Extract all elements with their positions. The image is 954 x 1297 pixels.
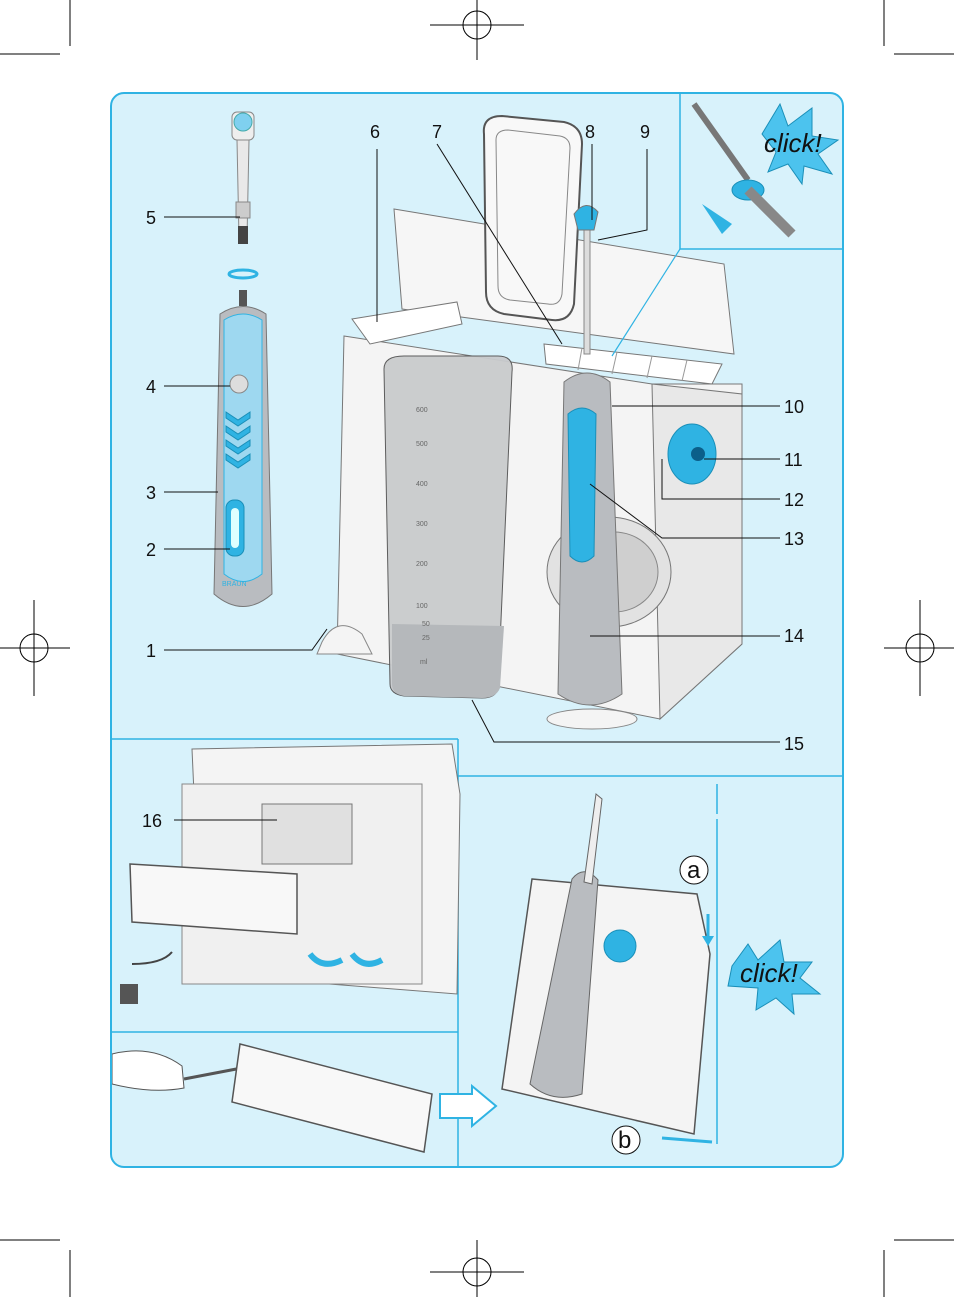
callout-11: 11	[784, 450, 803, 470]
scale-25: 25	[422, 635, 430, 642]
callout-5: 5	[146, 208, 156, 228]
callout-3: 3	[146, 483, 156, 503]
callout-1: 1	[146, 641, 156, 661]
callout-12: 12	[784, 490, 804, 510]
callout-9: 9	[640, 122, 650, 142]
handle-brand: BRAUN	[222, 581, 247, 588]
step-b-label: b	[618, 1127, 631, 1154]
scale-50: 50	[422, 621, 430, 628]
step-a-label: a	[687, 857, 701, 884]
callout-16: 16	[142, 811, 162, 831]
callout-7: 7	[432, 122, 442, 142]
scale-500: 500	[416, 441, 428, 448]
scale-200: 200	[416, 561, 428, 568]
scale-300: 300	[416, 521, 428, 528]
click-top-label: click!	[764, 128, 822, 158]
callout-6: 6	[370, 122, 380, 142]
diagram-panel: BRAUN 600 500 400 300 200 100	[110, 92, 844, 1168]
callout-8: 8	[585, 122, 595, 142]
scale-100: 100	[416, 603, 428, 610]
callout-2: 2	[146, 540, 156, 560]
click-inset-top: click!	[691, 102, 840, 238]
station-back-view	[120, 743, 461, 1004]
screwdriver-view	[112, 1043, 498, 1153]
toothbrush-handle: BRAUN	[213, 111, 273, 607]
tank-scale: 600 500 400 300 200 100 50 25 ml	[416, 407, 430, 666]
scale-400: 400	[416, 481, 428, 488]
callout-10: 10	[784, 397, 804, 417]
product-diagram: BRAUN 600 500 400 300 200 100	[112, 94, 842, 1166]
scale-ml: ml	[420, 659, 428, 666]
click-bottom-label: click!	[740, 958, 798, 988]
callout-15: 15	[784, 734, 804, 754]
leader-lines	[164, 143, 780, 821]
callout-14: 14	[784, 626, 804, 646]
callout-4: 4	[146, 377, 156, 397]
scale-600: 600	[416, 407, 428, 414]
mounting-view: click! a b	[501, 793, 822, 1155]
callout-13: 13	[784, 529, 804, 549]
charging-station: 600 500 400 300 200 100 50 25 ml	[316, 114, 743, 730]
